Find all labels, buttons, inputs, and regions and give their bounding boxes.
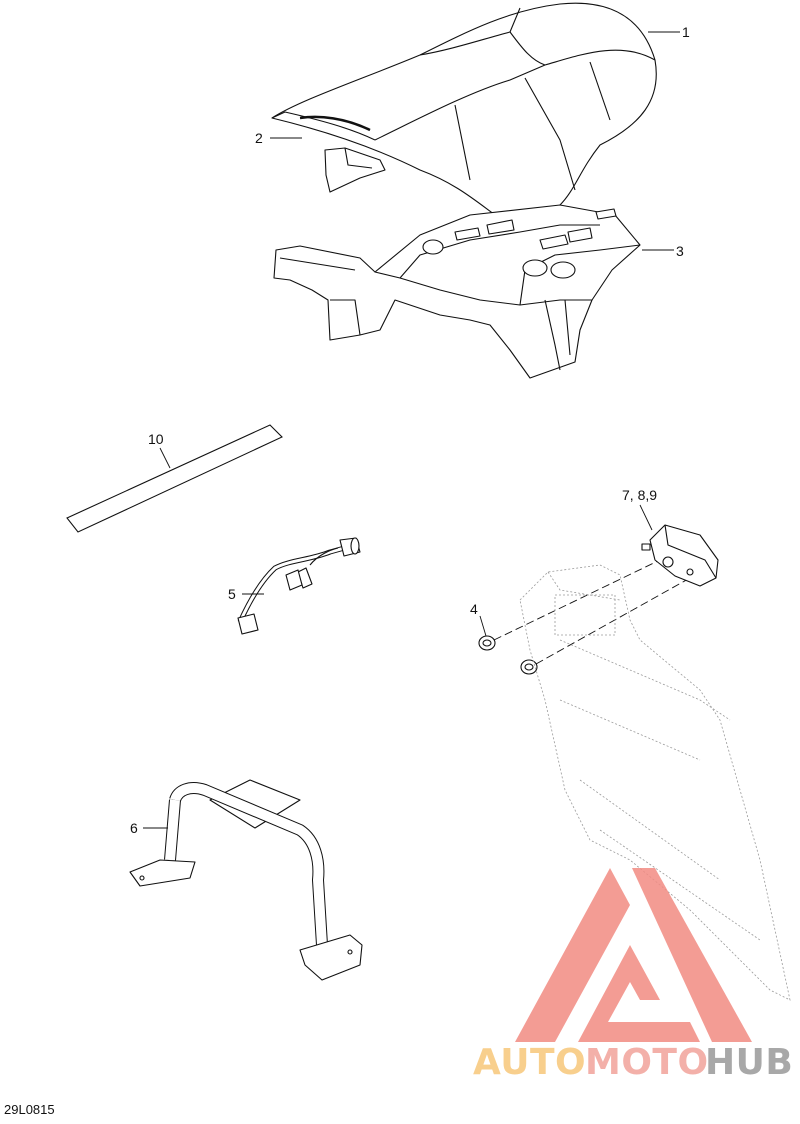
- strip-part: [66, 424, 283, 533]
- callout-6: 6: [130, 820, 138, 836]
- diagram-reference-code: 29L0815: [4, 1102, 55, 1117]
- callout-7-8-9: 7, 8,9: [622, 487, 657, 503]
- callout-3: 3: [676, 243, 684, 259]
- watermark-text-hub: HUB: [705, 1042, 793, 1083]
- mudflap-reference-outline: [519, 564, 791, 1001]
- watermark-text-auto: AUTO: [473, 1042, 586, 1083]
- callout-labels: 1 2 3 4 5 6 7, 8,9 10: [130, 24, 690, 836]
- wire-harness-part: [237, 537, 361, 635]
- callout-1: 1: [682, 24, 690, 40]
- seat-base-part: [273, 204, 641, 379]
- callout-5: 5: [228, 586, 236, 602]
- leader-lines: [143, 31, 680, 829]
- callout-2: 2: [255, 130, 263, 146]
- watermark-text-moto: MOTO: [585, 1042, 709, 1083]
- light-part: [641, 524, 719, 587]
- grab-handle-part: [129, 779, 363, 981]
- seat-part: [271, 2, 657, 223]
- watermark-triangle-logo: [515, 868, 752, 1042]
- assembly-guide-lines: [493, 559, 691, 665]
- callout-10: 10: [148, 431, 164, 447]
- callout-4: 4: [470, 601, 478, 617]
- nut-part: [478, 635, 538, 675]
- automotohub-watermark: AUTO MOTO HUB: [473, 868, 793, 1083]
